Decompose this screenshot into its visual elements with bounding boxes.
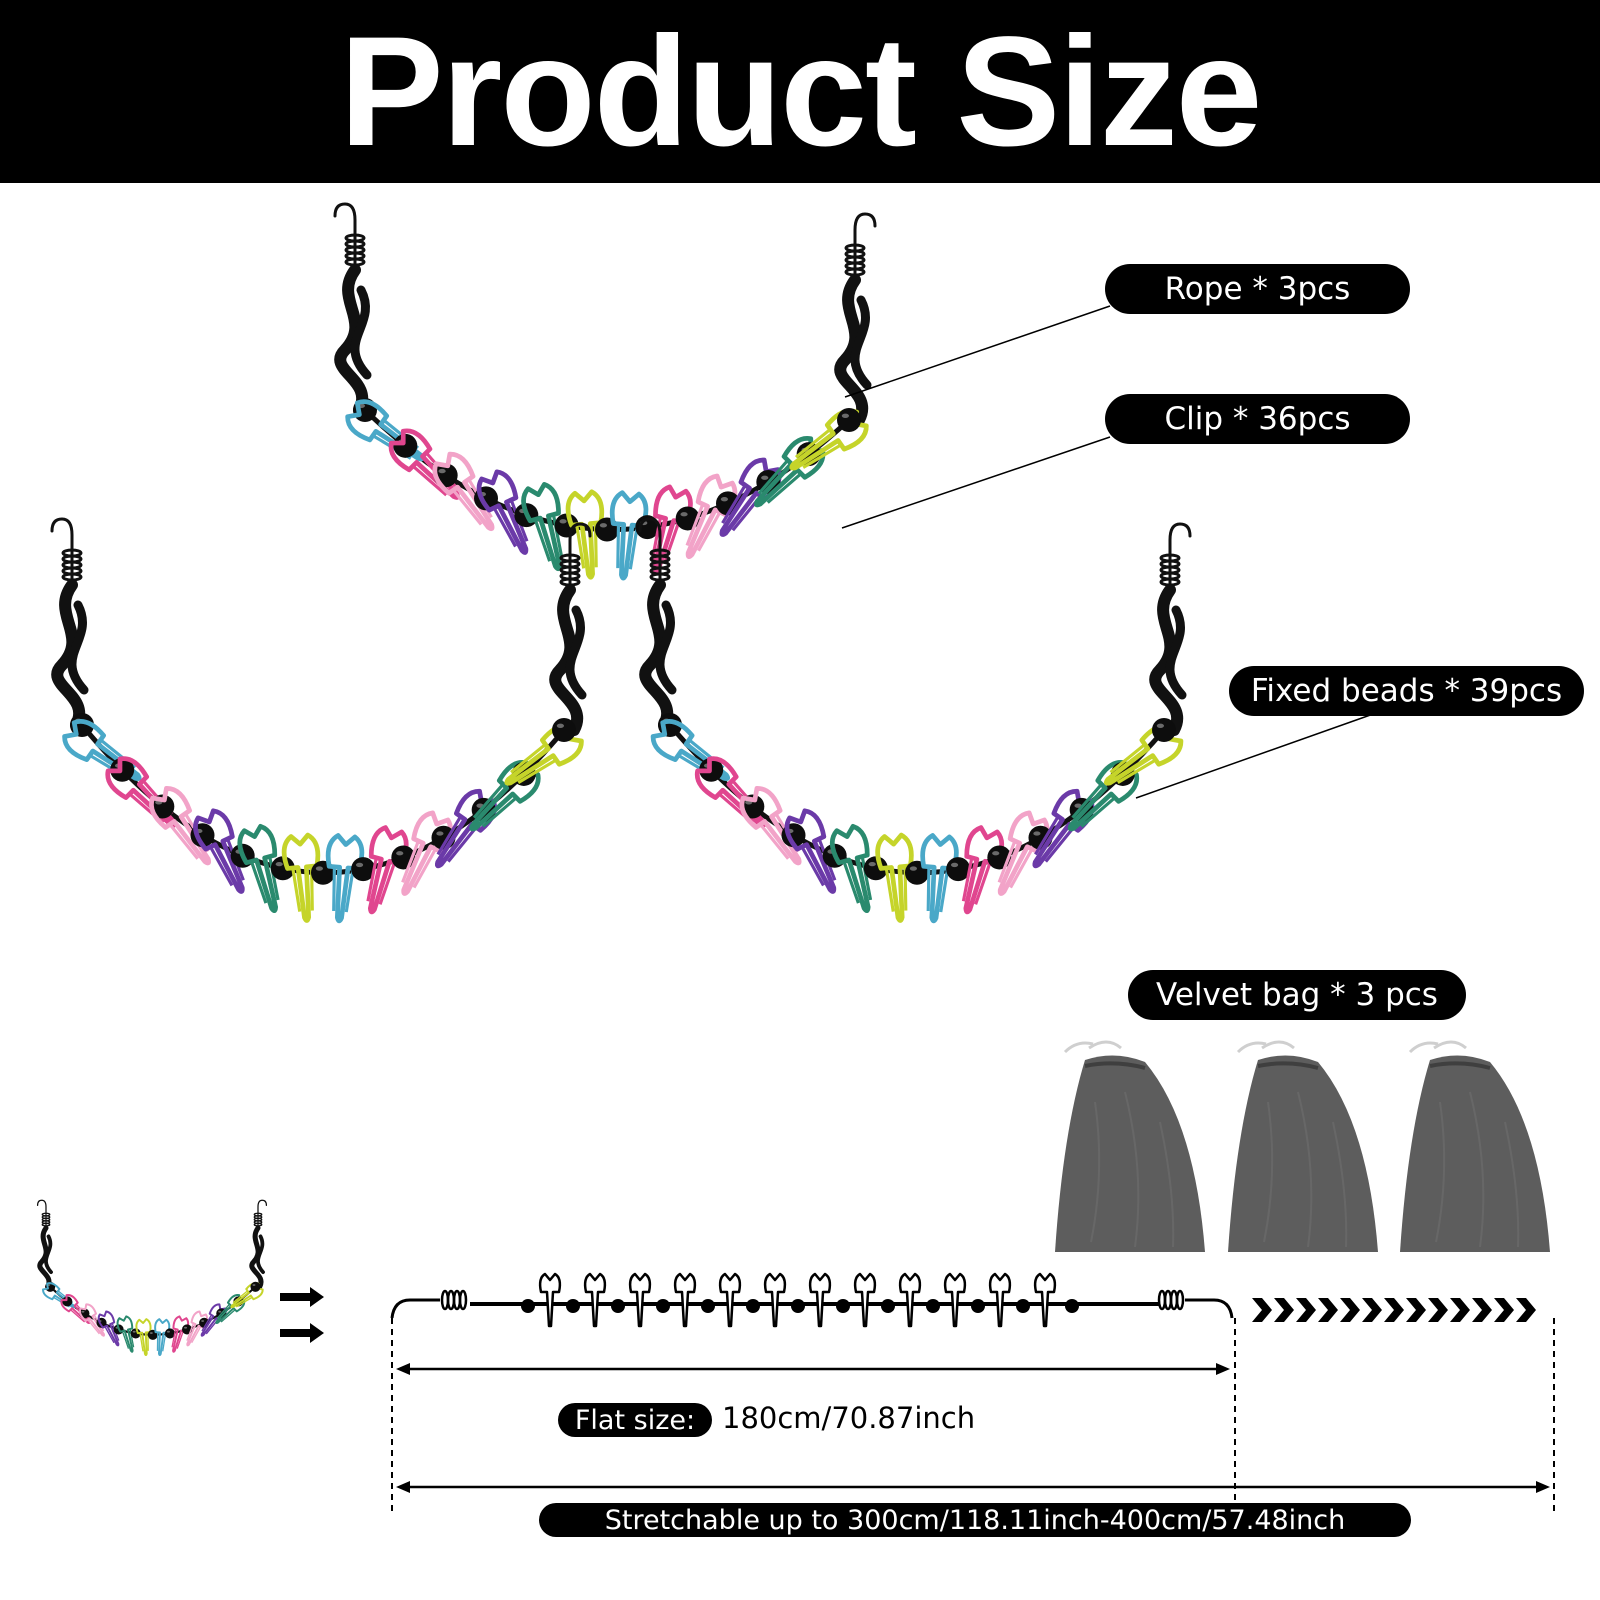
clip: [215, 1293, 246, 1324]
flat-size-label: Flat size:: [558, 1403, 712, 1437]
velvet-bag: [1055, 1040, 1205, 1252]
clip: [469, 760, 541, 832]
velvet-bag: [1400, 1040, 1550, 1252]
clip: [829, 823, 873, 914]
rope-callout: Rope * 3pcs: [1105, 264, 1410, 314]
clip: [154, 1318, 171, 1357]
flat-size-diagram: [280, 1272, 1555, 1516]
clip: [920, 833, 959, 924]
velvet-bags: [1055, 1040, 1550, 1252]
clip: [325, 833, 365, 924]
velvet-bag: [1228, 1040, 1378, 1252]
clip-callout: Clip * 36pcs: [1105, 394, 1410, 444]
clip: [237, 823, 280, 914]
clip: [609, 490, 649, 581]
bag-callout: Velvet bag * 3 pcs: [1128, 970, 1466, 1020]
beads-callout: Fixed beads * 39pcs: [1229, 666, 1584, 716]
thumbnail-clothesline: [36, 1199, 268, 1357]
clip: [1067, 760, 1140, 832]
clip: [116, 1315, 135, 1353]
clip: [521, 482, 564, 572]
flat-size-value: 180cm/70.87inch: [722, 1401, 976, 1435]
clotheslines: [36, 202, 1192, 1357]
callout-leader-lines: [841, 305, 1377, 799]
clip: [753, 435, 826, 508]
stretch-size-label: Stretchable up to 300cm/118.11inch-400cm…: [539, 1503, 1411, 1537]
header-bar: [0, 0, 1600, 183]
page-title: Product Size: [339, 4, 1263, 179]
